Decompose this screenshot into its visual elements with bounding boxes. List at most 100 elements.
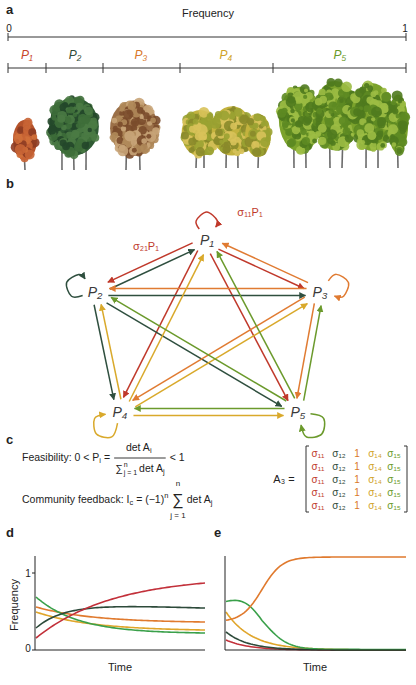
panel-letter: d [6,526,14,540]
interaction-arrow [101,304,121,399]
matrix-entry: 1 [354,448,360,459]
leaf-cluster [327,129,337,139]
formula-subscript: j [163,468,165,476]
axis-title: Time [303,661,327,673]
formula-text: ∑ [172,491,183,509]
leaf-cluster [303,95,307,99]
tree-crown [182,110,219,156]
interaction-arrow [328,274,348,297]
leaf-cluster [239,148,245,154]
formula-text: det A [139,463,163,475]
leaf-cluster [31,134,37,140]
leaf-cluster [124,131,135,142]
formula-text: < 1 [170,452,185,464]
leaf-cluster [396,149,401,154]
interaction-arrow [111,297,286,401]
tree-crown [110,100,158,156]
leaf-cluster [318,124,327,133]
formula-superscript: n [164,492,168,500]
leaf-cluster [195,132,204,141]
matrix-entry: σ₁₁ [312,448,325,459]
leaf-cluster [189,147,195,153]
leaf-cluster [282,123,288,129]
interaction-arrow [135,304,307,407]
species-node: P₄ [110,403,131,421]
plot-axis [225,650,406,651]
frequency-curve [226,600,406,649]
matrix-entry: 1 [354,461,360,472]
leaf-cluster [397,120,408,131]
interaction-arrow [107,303,282,407]
leaf-cluster [312,139,317,144]
leaf-cluster [145,131,156,142]
matrix-entry: σ₁₂ [332,474,345,485]
leaf-cluster [219,110,229,120]
formula-subscript: c [129,499,133,507]
leaf-cluster [260,137,270,147]
interaction-arrow [110,250,195,289]
leaf-cluster [300,129,307,136]
interaction-arrow [134,408,284,410]
leaf-cluster [71,130,79,138]
segment-tick [46,63,47,73]
leaf-cluster [25,120,31,126]
leaf-cluster [391,100,396,105]
leaf-cluster [377,117,386,126]
leaf-cluster [224,141,230,147]
matrix-entry: σ₁₁ [312,474,325,485]
matrix-entry: σ₁₁ [312,461,325,472]
leaf-cluster [302,137,310,145]
leaf-cluster [339,116,348,125]
leaf-cluster [62,142,70,150]
species-node: P₃ [310,283,331,301]
matrix-entry: σ₁₄ [368,487,382,498]
leaf-cluster [377,143,385,151]
leaf-cluster [366,97,373,104]
leaf-cluster [121,126,126,131]
leaf-cluster [339,99,343,103]
matrix-entry: σ₁₄ [368,474,382,485]
leaf-cluster [291,118,295,122]
species-name: P₂ [88,284,103,300]
matrix-entry: 1 [354,474,360,485]
formula-text: Community feedback: I [22,494,129,506]
species-name: P₄ [113,404,128,420]
panel-letter: b [6,177,14,191]
leaf-cluster [295,120,302,127]
interaction-arrow [304,306,321,401]
leaf-cluster [371,117,375,121]
leaf-cluster [290,109,295,114]
leaf-cluster [128,101,137,110]
formula-subscript: j = 1 [170,512,185,521]
matrix-entry: σ₁₄ [368,461,382,472]
leaf-cluster [215,128,223,136]
leaf-cluster [341,81,352,92]
formula-text: Feasibility: 0 < P [22,452,99,464]
leaf-cluster [84,127,92,135]
leaf-cluster [357,129,364,136]
leaf-cluster [196,147,205,156]
leaf-cluster [353,108,361,116]
axis-line [8,37,406,38]
species-label: P₄ [220,49,233,62]
axis-tick [32,650,35,651]
leaf-cluster [371,91,377,97]
leaf-cluster [253,123,259,129]
species-node: P₂ [85,283,106,301]
leaf-cluster [132,148,137,153]
species-label: P₃ [135,49,148,62]
leaf-cluster [76,123,81,128]
leaf-cluster [234,108,243,117]
leaf-cluster [141,138,147,144]
interaction-arrow [109,288,306,290]
formula-superscript: n [176,480,180,489]
leaf-cluster [337,99,345,107]
panel-letter: c [6,433,13,447]
leaf-cluster [367,85,373,91]
leaf-cluster [252,148,261,157]
leaf-cluster [315,98,322,105]
leaf-cluster [381,106,388,113]
